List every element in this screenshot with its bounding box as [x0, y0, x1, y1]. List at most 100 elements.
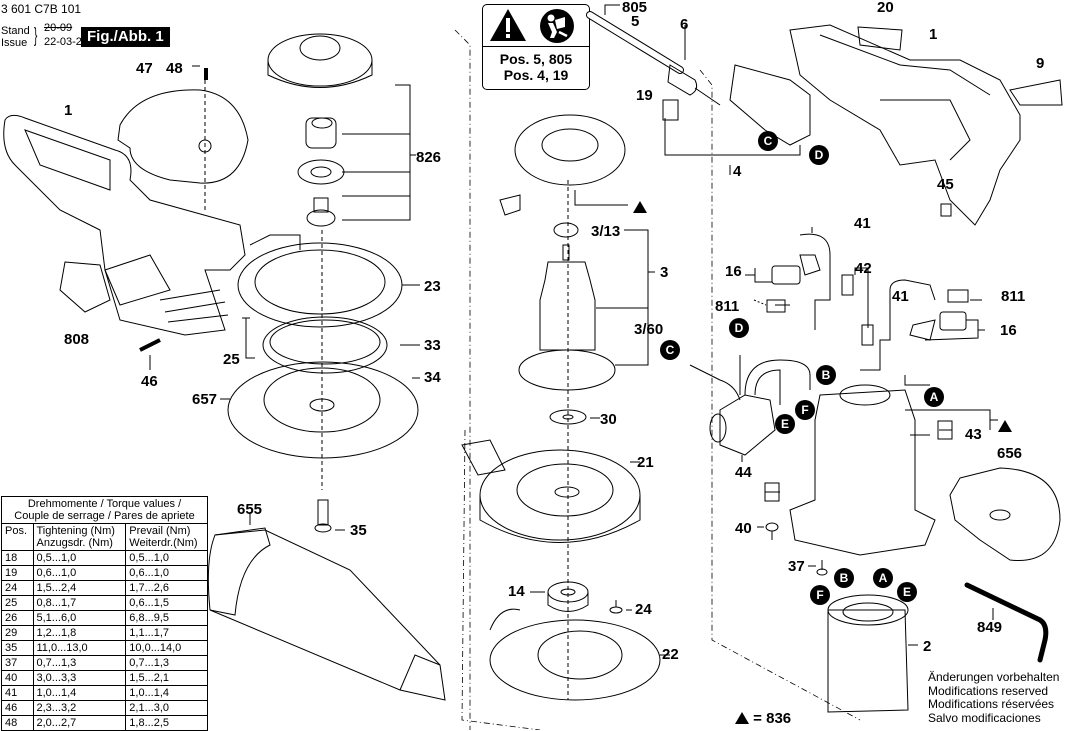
old-date: 20-09 [44, 22, 73, 34]
motor-field-housing [789, 384, 998, 556]
stand-label: Stand [1, 25, 30, 37]
cell-pos: 24 [1, 580, 34, 596]
cell-tightening: 1,0...1,4 [32, 685, 127, 701]
part-label-811-left: 811 [715, 298, 740, 315]
screw-37 [808, 560, 828, 576]
part-label-41-top: 41 [854, 215, 871, 232]
cell-prevail: 6,8...9,5 [125, 610, 208, 626]
power-cord [586, 4, 721, 106]
part-label-808: 808 [64, 331, 90, 348]
cell-tightening: 2,0...2,7 [32, 715, 127, 731]
connector-f-wire: F [795, 400, 815, 420]
col-header-prevail: Prevail (Nm)Weiterdr.(Nm) [125, 523, 208, 551]
cell-prevail: 2,1...3,0 [125, 700, 208, 716]
cell-tightening: 3,0...3,3 [32, 670, 127, 686]
hex-key-849 [964, 582, 1049, 663]
part-label-20: 20 [877, 0, 894, 16]
connector-c-armature: C [660, 340, 680, 360]
part-label-25: 25 [223, 351, 240, 368]
connector-42a [841, 274, 854, 296]
cell-pos: 37 [1, 655, 34, 671]
screw-46 [139, 338, 161, 352]
warning-box: Pos. 5, 805 Pos. 4, 19 [482, 4, 590, 90]
switch-4 [662, 64, 811, 175]
modifications-notes: Änderungen vorbehalten Modifications res… [928, 670, 1060, 725]
cell-pos: 19 [1, 565, 34, 581]
triangle-marker-field [998, 418, 1012, 436]
part-label-47: 47 [136, 60, 153, 77]
triangle-icon [735, 712, 749, 724]
cell-tightening: 1,2...1,8 [32, 625, 127, 641]
screw-40 [757, 522, 779, 540]
cell-prevail: 0,5...1,0 [125, 550, 208, 566]
cell-pos: 48 [1, 715, 34, 731]
connector-d-wire: D [729, 318, 749, 338]
cell-tightening: 11,0...13,0 [32, 640, 127, 656]
ring-33 [262, 316, 420, 374]
note-de: Änderungen vorbehalten [928, 670, 1060, 684]
note-en: Modifications reserved [928, 683, 1049, 698]
part-label-826: 826 [416, 149, 442, 166]
connector-e-wire: E [775, 414, 795, 434]
cell-pos: 35 [1, 640, 34, 656]
cell-pos: 25 [1, 595, 34, 611]
connector-42b [861, 324, 874, 346]
fan-826 [267, 33, 416, 227]
screw-25 [242, 317, 250, 340]
cell-tightening: 2,3...3,2 [32, 700, 127, 716]
part-label-2: 2 [923, 638, 932, 655]
brush-holder-left [745, 227, 831, 330]
stator-2 [827, 594, 918, 713]
part-number: 3 601 C7B 101 [1, 2, 82, 16]
read-manual-icon [540, 9, 574, 43]
cell-pos: 46 [1, 700, 34, 716]
part-label-3-60: 3/60 [634, 321, 664, 338]
nut-45 [940, 203, 952, 217]
warning-line-1: Pos. 5, 805 [499, 51, 573, 67]
part-label-656: 656 [997, 445, 1023, 462]
part-label-4: 4 [733, 163, 742, 180]
triangle-marker-flange [633, 199, 647, 217]
pad-657 [220, 361, 420, 459]
cell-prevail: 1,1...1,7 [125, 625, 208, 641]
connector-e-stator: E [897, 582, 917, 602]
part-label-46: 46 [141, 373, 158, 390]
part-label-30: 30 [600, 411, 617, 428]
cell-prevail: 10,0...14,0 [125, 640, 208, 656]
handle-housing [3, 114, 246, 336]
col-header-pos: Pos. [1, 523, 34, 551]
part-label-43: 43 [965, 426, 982, 443]
connector-c-switch: C [758, 131, 778, 151]
bearing-14 [530, 581, 589, 612]
bearing-flange [499, 114, 628, 216]
label-9-shape [1009, 79, 1063, 106]
warning-line-2: Pos. 4, 19 [503, 67, 569, 83]
part-label-3: 3 [660, 264, 669, 281]
screw-24 [609, 600, 632, 614]
connector-a-stator: A [873, 568, 893, 588]
part-label-21: 21 [637, 454, 654, 471]
part-label-805: 805 [622, 0, 648, 16]
cell-prevail: 1,5...2,1 [125, 670, 208, 686]
connector-b-stator: B [834, 568, 854, 588]
part-label-14: 14 [508, 583, 525, 600]
part-label-44: 44 [735, 464, 752, 481]
issue-date: 22-03-29 [44, 36, 89, 48]
cell-pos: 26 [1, 610, 34, 626]
connector-d-switch: D [809, 145, 829, 165]
cell-tightening: 0,7...1,3 [32, 655, 127, 671]
motor-housing [789, 24, 1021, 226]
connector-a-wire: A [924, 387, 944, 407]
part-label-41-mid: 41 [892, 288, 909, 305]
part-label-9: 9 [1036, 55, 1045, 72]
